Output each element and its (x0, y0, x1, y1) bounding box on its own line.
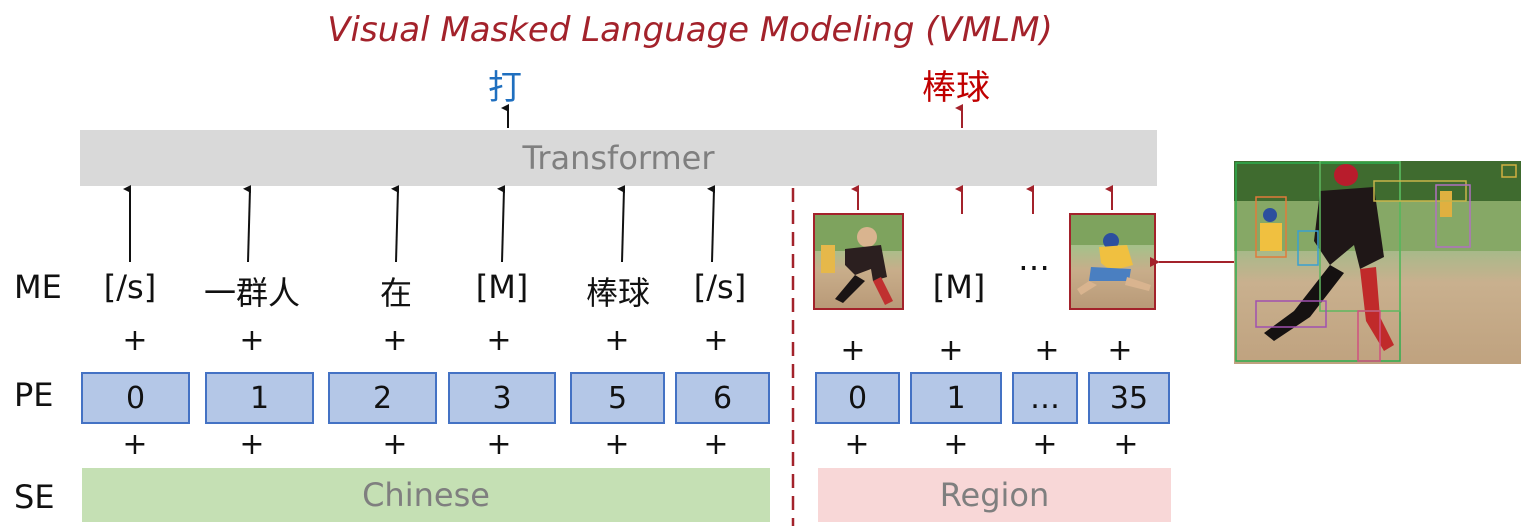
plus-sign: + (1032, 427, 1058, 462)
position-embedding-box: 35 (1088, 372, 1170, 424)
plus-sign: + (239, 323, 265, 358)
plus-sign: + (1034, 333, 1060, 368)
me-token: [M] (932, 268, 986, 306)
plus-sign: + (1113, 427, 1139, 462)
position-embedding-box: 5 (570, 372, 665, 424)
region-thumbnail (813, 213, 904, 310)
row-label-me: ME (14, 268, 62, 306)
output-token-hit: 打 (488, 68, 522, 108)
row-label-se: SE (14, 478, 55, 516)
plus-sign: + (943, 427, 969, 462)
input-arrow (391, 185, 400, 263)
segment-embedding-chinese: Chinese (82, 468, 770, 522)
plus-sign: + (1107, 333, 1133, 368)
position-embedding-box: … (1012, 372, 1078, 424)
position-embedding-box: 1 (205, 372, 314, 424)
plus-sign: + (382, 427, 408, 462)
position-embedding-box: 0 (815, 372, 900, 424)
me-token: [/s] (103, 268, 157, 306)
plus-sign: + (122, 323, 148, 358)
input-arrow (497, 185, 506, 263)
input-arrow (243, 185, 252, 263)
position-embedding-box: 2 (328, 372, 437, 424)
me-token: 一群人 (203, 274, 301, 312)
position-embedding-box: 3 (448, 372, 556, 424)
plus-sign: + (382, 323, 408, 358)
segment-embedding-region: Region (818, 468, 1171, 522)
region-thumbnail (1069, 213, 1156, 310)
me-token: 在 (379, 274, 413, 312)
plus-sign: + (604, 323, 630, 358)
plus-sign: + (239, 427, 265, 462)
plus-sign: + (938, 333, 964, 368)
row-label-pe: PE (14, 376, 54, 414)
position-embedding-box: 6 (675, 372, 770, 424)
plus-sign: + (840, 333, 866, 368)
source-image (1234, 161, 1521, 364)
me-token: [/s] (693, 268, 747, 306)
me-token: [M] (475, 268, 529, 306)
transformer-block: Transformer (80, 130, 1157, 186)
position-embedding-box: 1 (910, 372, 1002, 424)
output-token-baseball: 棒球 (922, 68, 990, 108)
plus-sign: + (703, 427, 729, 462)
plus-sign: + (486, 323, 512, 358)
plus-sign: + (703, 323, 729, 358)
me-token: 棒球 (585, 274, 651, 312)
plus-sign: + (844, 427, 870, 462)
transformer-label: Transformer (522, 139, 715, 177)
plus-sign: + (604, 427, 630, 462)
plus-sign: + (122, 427, 148, 462)
input-arrow (617, 185, 626, 263)
me-token: … (1018, 240, 1050, 278)
position-embedding-box: 0 (81, 372, 190, 424)
plus-sign: + (486, 427, 512, 462)
input-arrow (707, 185, 716, 263)
diagram-title: Visual Masked Language Modeling (VMLM) (327, 10, 1053, 50)
